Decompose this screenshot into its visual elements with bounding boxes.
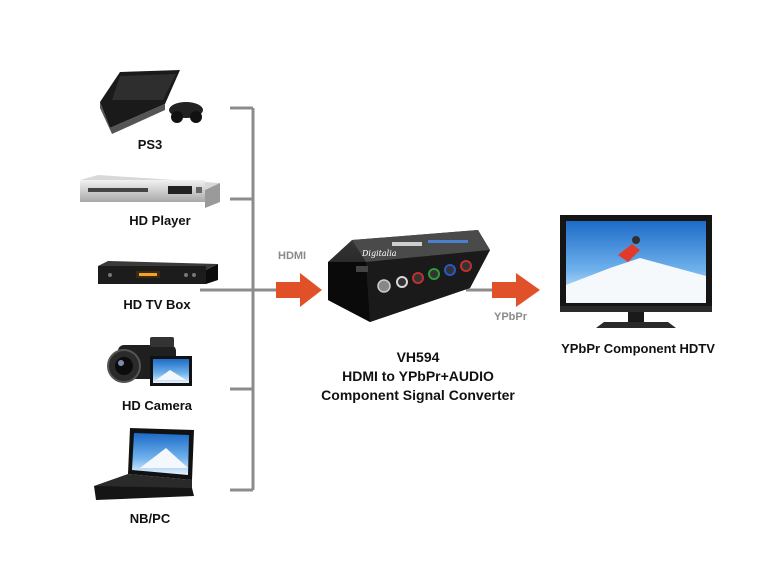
hdtv-icon — [560, 215, 712, 328]
camcorder-icon — [107, 337, 192, 386]
game-console-icon — [100, 70, 203, 134]
source-connector-lines — [200, 106, 492, 492]
converter-line1: HDMI to YPbPr+AUDIO — [342, 368, 494, 384]
source-label-hd-tv-box: HD TV Box — [123, 297, 191, 312]
laptop-icon — [94, 428, 194, 500]
converter-model: VH594 — [396, 349, 440, 365]
source-label-ps3: PS3 — [137, 137, 163, 152]
ypbpr-arrow-icon — [492, 273, 540, 307]
hdmi-label: HDMI — [278, 250, 307, 262]
ypbpr-label: YPbPr — [494, 311, 528, 323]
source-label-hd-camera: HD Camera — [121, 398, 193, 413]
converter-brand: Digitalia — [361, 249, 397, 258]
display-label: YPbPr Component HDTV — [561, 341, 715, 356]
dvd-player-icon — [80, 175, 220, 208]
source-label-nb-pc: NB/PC — [129, 511, 171, 526]
set-top-box-icon — [98, 261, 218, 284]
hdmi-arrow-icon — [276, 273, 322, 307]
converter-line2: Component Signal Converter — [321, 387, 515, 403]
source-label-hd-player: HD Player — [129, 213, 191, 228]
converter-caption: VH594 HDMI to YPbPr+AUDIO Component Sign… — [298, 348, 538, 405]
converter-box-icon: Digitalia — [328, 230, 490, 322]
